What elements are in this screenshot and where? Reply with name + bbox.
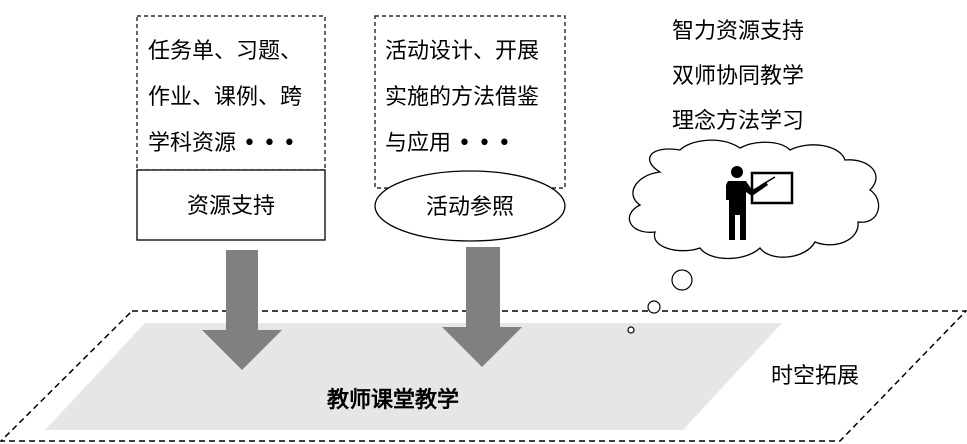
arrow-down-icon	[202, 250, 282, 370]
space-time-extension-plane	[0, 310, 967, 442]
resource-support-box	[136, 169, 326, 241]
thought-bubble	[647, 300, 661, 314]
activity-line: 活动设计、开展	[385, 39, 539, 64]
activity-reference-label: 活动参照	[426, 195, 514, 220]
thought-bubble	[671, 269, 693, 291]
activity-line: 与应用 • • •	[385, 131, 511, 156]
resource-line: 任务单、习题、	[148, 39, 302, 64]
thought-line: 智力资源支持	[672, 19, 804, 44]
extension-label: 时空拓展	[771, 364, 859, 389]
thought-line: 双师协同教学	[672, 64, 804, 89]
resource-support-label: 资源支持	[187, 194, 275, 219]
thought-bubble	[627, 326, 635, 334]
resource-line: 学科资源 • • •	[148, 131, 296, 156]
activity-line: 实施的方法借鉴	[385, 85, 539, 110]
resource-content-box	[136, 15, 326, 171]
activity-content-box	[374, 15, 566, 189]
arrow-down-icon	[442, 247, 522, 367]
thought-line: 理念方法学习	[672, 109, 804, 134]
classroom-plane	[45, 323, 782, 430]
classroom-label: 教师课堂教学	[327, 387, 459, 413]
resource-line: 作业、课例、跨	[148, 85, 302, 110]
activity-reference-ellipse	[374, 170, 566, 242]
thought-cloud	[628, 139, 880, 260]
teacher-at-board-icon	[726, 166, 794, 240]
